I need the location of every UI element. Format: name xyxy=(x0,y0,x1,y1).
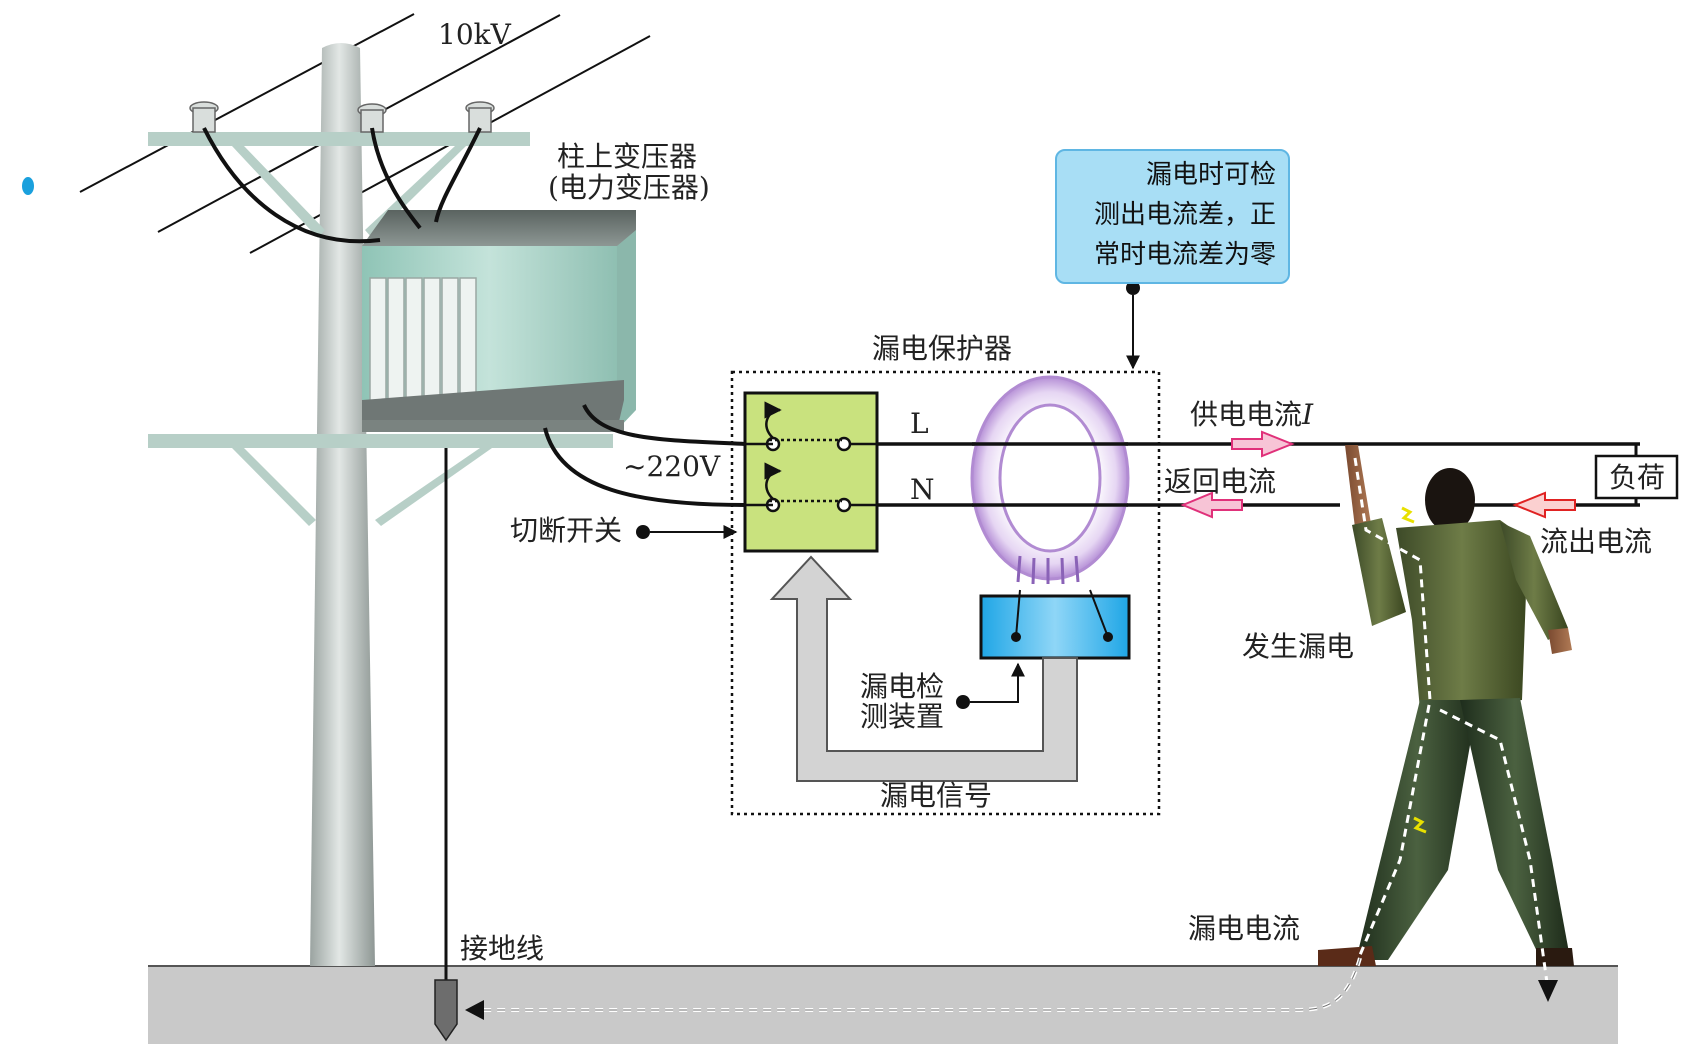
low-voltage-leads xyxy=(543,404,746,507)
line-L-label: L xyxy=(910,407,929,440)
leakage-protector-label: 漏电保护器 xyxy=(872,332,1012,365)
leak-path-body xyxy=(1353,457,1432,956)
load-box xyxy=(1594,454,1679,500)
ground-rod xyxy=(434,979,458,1042)
leak-detector xyxy=(979,589,1131,660)
line-N-label: N xyxy=(910,473,935,506)
leak-current-label: 漏电电流 xyxy=(1188,912,1300,945)
ground xyxy=(148,966,1618,1044)
edge-marker xyxy=(22,177,34,195)
transformer-label-2: (电力变压器) xyxy=(548,171,710,204)
return-current-label: 返回电流 xyxy=(1164,465,1276,498)
transformer-label-1: 柱上变压器 xyxy=(557,140,697,173)
pole-transformer xyxy=(202,127,636,432)
detector-label-1: 漏电检 xyxy=(860,670,944,703)
cutoff-switch xyxy=(743,391,879,553)
current-transformer-ring xyxy=(970,375,1130,585)
ground-wire-label: 接地线 xyxy=(460,932,544,965)
load-label: 负荷 xyxy=(1609,461,1665,494)
leak-signal-arrow xyxy=(769,555,1078,782)
supply-current-label: 供电电流I xyxy=(1190,398,1314,431)
note-line-2: 测出电流差，正 xyxy=(1093,200,1276,230)
note-line-3: 常时电流差为零 xyxy=(1093,240,1276,270)
utility-pole xyxy=(148,43,613,966)
outflow-current-label: 流出电流 xyxy=(1540,525,1652,558)
leak-detection-note: 漏电时可检 测出电流差，正 常时电流差为零 xyxy=(1055,149,1290,284)
leak-occurs-label: 发生漏电 xyxy=(1242,630,1354,663)
leak-signal-label: 漏电信号 xyxy=(880,779,992,812)
person-figure xyxy=(1318,445,1574,966)
note-line-1: 漏电时可检 xyxy=(1145,160,1276,190)
outflow-current-arrow xyxy=(1512,491,1576,519)
cut-switch-label: 切断开关 xyxy=(510,514,622,547)
supply-current-arrow xyxy=(1231,430,1295,458)
voltage-high-label: 10kV xyxy=(438,18,512,51)
voltage-low-label: ~220V xyxy=(623,450,721,483)
leak-path-leg xyxy=(1439,708,1550,991)
return-current-arrow xyxy=(1180,491,1243,519)
detector-label-2: 测装置 xyxy=(860,700,944,733)
